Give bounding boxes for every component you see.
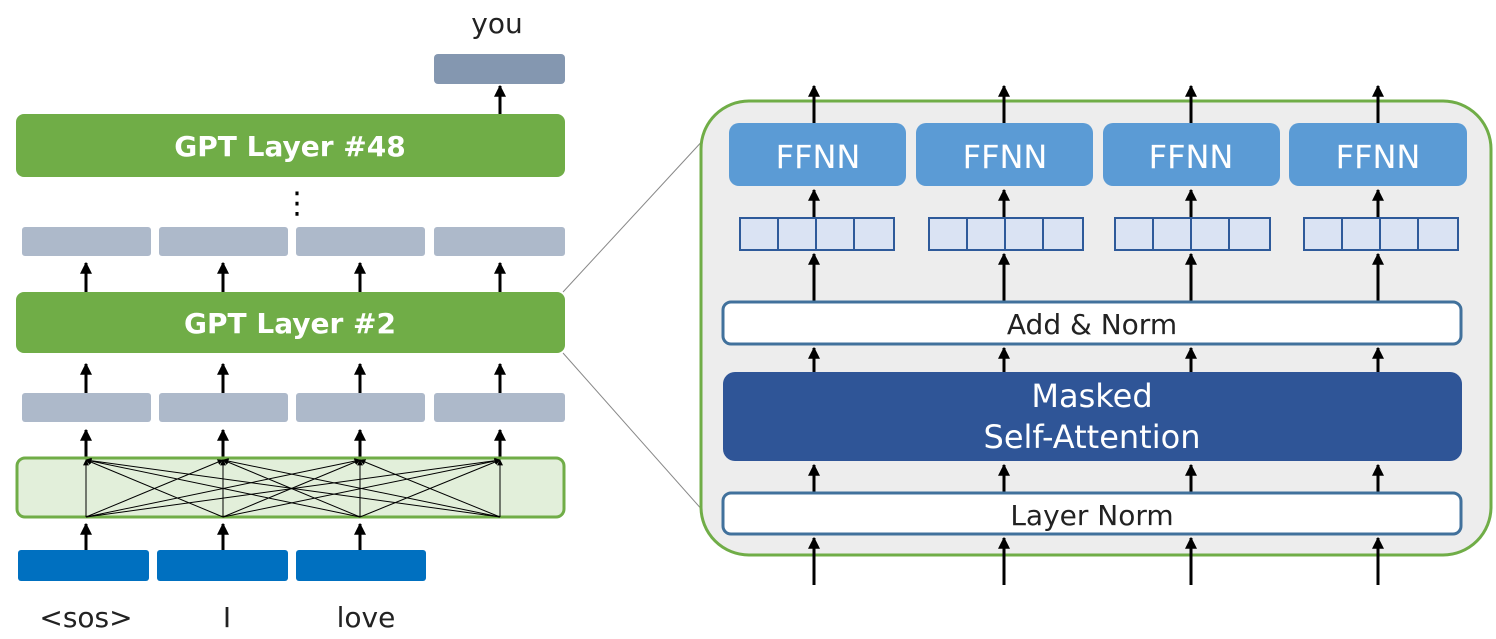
hidden-state xyxy=(22,393,151,422)
output-embedding xyxy=(434,54,565,84)
hidden-states-lower xyxy=(22,393,565,422)
arrows-layernorm-to-attention xyxy=(808,463,1384,493)
ffnn-block xyxy=(1289,123,1467,186)
attention-connections xyxy=(83,457,503,518)
input-token-love: love xyxy=(337,601,396,634)
input-token-i: I xyxy=(223,601,231,634)
arrows-layer2-out xyxy=(80,261,506,292)
arrows-ffnn-out xyxy=(808,84,1384,123)
arrows-vector-to-ffnn xyxy=(808,188,1384,218)
hidden-state xyxy=(434,393,565,422)
hidden-state xyxy=(296,227,425,256)
token-vectors xyxy=(739,217,1459,251)
input-embedding xyxy=(296,550,426,581)
ffnn-label: FFNN xyxy=(776,138,861,176)
token-vector xyxy=(1114,217,1271,251)
ffnn-block xyxy=(916,123,1093,186)
zoom-line-bottom xyxy=(562,352,705,513)
masked-self-attention-block xyxy=(723,372,1462,461)
add-norm-label: Add & Norm xyxy=(1007,308,1177,341)
hidden-state xyxy=(159,393,288,422)
arrows-input xyxy=(80,522,366,550)
input-token-sos: <sos> xyxy=(39,601,132,634)
token-vector xyxy=(928,217,1084,251)
ffnn-block xyxy=(729,123,906,186)
add-norm-block xyxy=(721,300,1463,346)
arrows-attention-out xyxy=(80,428,506,458)
gpt-layer-48-block xyxy=(16,114,565,177)
hidden-state xyxy=(434,227,565,256)
gpt-layer-2-block xyxy=(16,292,565,353)
token-vector xyxy=(1303,217,1459,251)
hidden-state xyxy=(22,227,151,256)
arrows-panel-input xyxy=(808,536,1384,585)
hidden-state xyxy=(159,227,288,256)
ffnn-blocks xyxy=(729,123,1467,186)
hidden-state xyxy=(296,393,425,422)
arrows-addnorm-to-vector xyxy=(808,252,1384,302)
arrows-attention-to-addnorm xyxy=(808,346,1384,372)
ffnn-block xyxy=(1103,123,1280,186)
zoom-line-top xyxy=(562,136,707,293)
gpt-layer-2-label: GPT Layer #2 xyxy=(184,307,396,340)
gpt-layer-48-label: GPT Layer #48 xyxy=(174,130,405,163)
ffnn-label: FFNN xyxy=(963,138,1048,176)
input-embedding xyxy=(157,550,288,581)
token-vector xyxy=(739,217,895,251)
ffnn-label: FFNN xyxy=(1149,138,1234,176)
layer-norm-block xyxy=(721,491,1463,536)
input-embedding xyxy=(18,550,149,581)
attention-label-line2: Self-Attention xyxy=(984,418,1201,456)
layer-norm-label: Layer Norm xyxy=(1010,499,1173,532)
hidden-states-upper xyxy=(22,227,565,256)
output-token-label: you xyxy=(471,7,522,40)
ffnn-label: FFNN xyxy=(1336,138,1421,176)
attention-label-line1: Masked xyxy=(1031,377,1152,415)
arrows-layer2-in xyxy=(80,362,506,393)
input-embeddings xyxy=(18,550,426,581)
ellipsis: ⋮ xyxy=(282,186,312,221)
